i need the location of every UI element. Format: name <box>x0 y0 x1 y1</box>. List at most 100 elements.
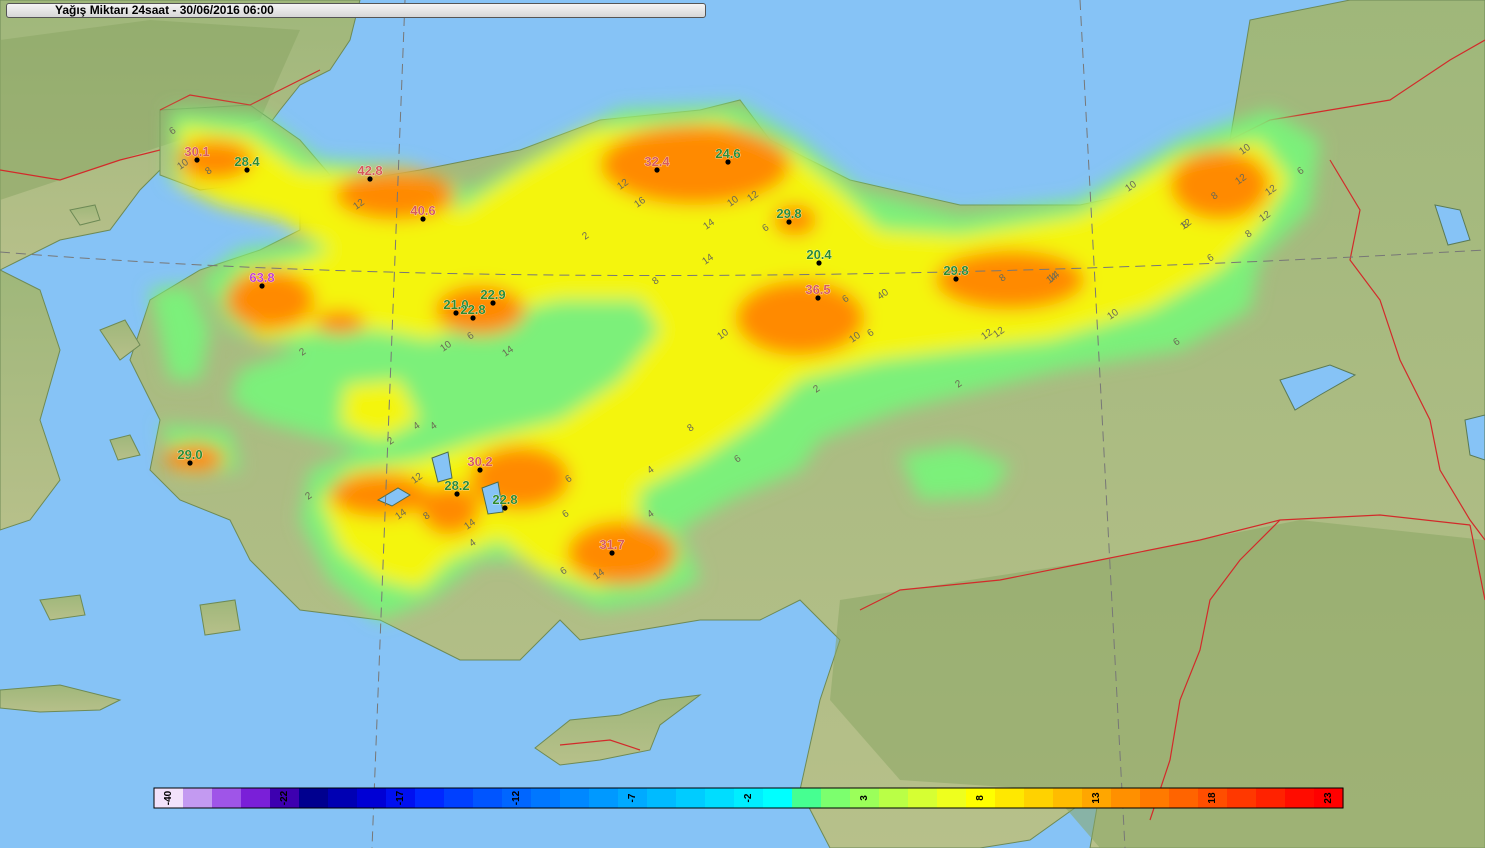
station-marker: 22.8 <box>492 492 518 511</box>
color-scale-swatch <box>270 788 300 808</box>
station-dot <box>453 310 459 316</box>
lowland-shading <box>0 20 1485 848</box>
contour-label: 4 <box>467 537 478 549</box>
contour-label: 6 <box>465 330 476 342</box>
map-title: Yağış Miktarı 24saat - 30/06/2016 06:00 <box>6 3 706 18</box>
station-marker: 30.1 <box>184 144 210 163</box>
station-dot <box>187 460 193 466</box>
color-scale-swatch <box>1024 788 1054 808</box>
station-dot <box>244 167 250 173</box>
color-scale-swatch <box>647 788 677 808</box>
contour-label: 6 <box>560 508 571 520</box>
color-scale-swatch <box>415 788 445 808</box>
color-scale-swatch <box>386 788 416 808</box>
contour-label: 8 <box>203 165 214 177</box>
color-scale-swatch <box>1285 788 1315 808</box>
color-scale-swatch <box>1198 788 1228 808</box>
station-dot <box>477 467 483 473</box>
station-marker: 29.8 <box>776 206 802 225</box>
color-scale-tick: -12 <box>511 790 522 805</box>
contour-label: 6 <box>1295 165 1306 177</box>
station-marker: 29.8 <box>943 263 969 282</box>
color-scale-tick: -7 <box>627 793 638 802</box>
contour-label: 8 <box>650 275 661 287</box>
station-dot <box>816 260 822 266</box>
station-value: 21.0 <box>443 297 468 312</box>
color-scale-swatch <box>212 788 242 808</box>
contour-label: 6 <box>563 473 574 485</box>
color-scale-swatch <box>1169 788 1199 808</box>
station-value: 29.0 <box>177 447 202 462</box>
color-scale-swatch <box>473 788 503 808</box>
color-scale-tick: -22 <box>279 790 290 805</box>
contour-label: 8 <box>997 272 1008 284</box>
station-dot <box>953 276 959 282</box>
color-scale-swatch <box>444 788 474 808</box>
color-scale-swatches <box>154 788 1344 808</box>
contour-label: 2 <box>811 383 822 395</box>
color-scale-swatch <box>154 788 184 808</box>
station-dot <box>470 315 476 321</box>
station-marker: 40.6 <box>410 203 436 222</box>
contour-label: 8 <box>1209 190 1220 202</box>
color-scale-swatch <box>589 788 619 808</box>
color-scale-swatch <box>328 788 358 808</box>
color-scale-swatch <box>1314 788 1344 808</box>
station-value: 28.4 <box>234 154 260 169</box>
station-dot <box>502 505 508 511</box>
station-dot <box>367 176 373 182</box>
color-scale-swatch <box>734 788 764 808</box>
color-scale-swatch <box>763 788 793 808</box>
color-scale-swatch <box>1111 788 1141 808</box>
station-value: 29.8 <box>943 263 968 278</box>
station-dot <box>490 300 496 306</box>
station-value: 31.7 <box>599 537 624 552</box>
station-value: 32.4 <box>644 154 670 169</box>
color-scale-swatch <box>618 788 648 808</box>
station-marker: 30.2 <box>467 454 493 473</box>
color-scale-swatch <box>1140 788 1170 808</box>
station-dot <box>815 295 821 301</box>
contour-label: 6 <box>760 222 771 234</box>
color-scale-swatch <box>937 788 967 808</box>
color-scale-swatch <box>1227 788 1257 808</box>
color-scale-swatch <box>1053 788 1083 808</box>
station-value: 63.8 <box>249 270 274 285</box>
station-marker: 21.0 <box>443 297 469 316</box>
color-scale-tick: -40 <box>163 790 174 805</box>
color-scale-swatch <box>676 788 706 808</box>
contour-label: 4 <box>428 420 439 432</box>
station-dot <box>786 219 792 225</box>
contour-label: 8 <box>685 422 696 434</box>
color-scale-tick: 3 <box>859 795 870 801</box>
station-marker: 24.6 <box>715 146 741 165</box>
color-scale-swatch <box>357 788 387 808</box>
color-scale-swatch <box>908 788 938 808</box>
color-scale-swatch <box>299 788 329 808</box>
station-value: 30.1 <box>184 144 209 159</box>
station-value: 20.4 <box>806 247 832 262</box>
station-marker: 31.7 <box>599 537 625 556</box>
station-value: 22.9 <box>480 287 505 302</box>
color-scale-swatch <box>502 788 532 808</box>
station-marker: 42.8 <box>357 163 383 182</box>
color-scale-swatch <box>560 788 590 808</box>
station-dot <box>609 550 615 556</box>
color-scale-tick: 23 <box>1323 792 1334 804</box>
contour-label: 2 <box>385 435 396 447</box>
contour-label: 2 <box>297 346 308 358</box>
station-dot <box>454 491 460 497</box>
contour-label: 8 <box>1243 228 1254 240</box>
station-marker: 32.4 <box>644 154 671 173</box>
rain-field <box>150 105 1320 620</box>
station-markers: 30.1 28.4 42.8 40.6 63.8 21.0 22.9 22.8 32.4 24.6… <box>177 144 969 556</box>
station-marker: 22.9 <box>480 287 506 306</box>
station-marker: 36.5 <box>805 282 831 301</box>
contour-label: 6 <box>732 453 743 465</box>
station-dot <box>194 157 200 163</box>
